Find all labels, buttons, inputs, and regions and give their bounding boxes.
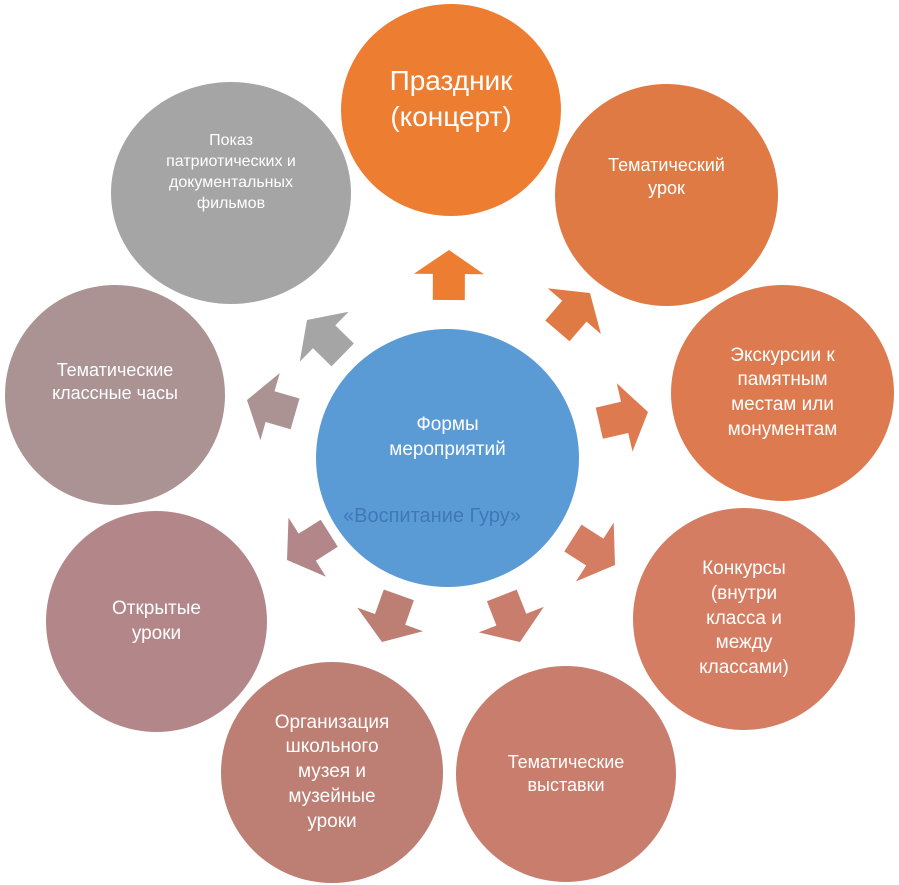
arrow-to-otkrytye-uroki: [287, 517, 338, 577]
arrow-to-tematicheskie-vystavki: [478, 589, 544, 642]
watermark-text: «Воспитание Гуру»: [343, 505, 522, 527]
arrow-to-klassnye-chasy: [247, 373, 300, 441]
node-label-pokaz-filmov: Показ патриотических и документальных фи…: [166, 132, 296, 212]
center-circle: Формы мероприятий: [316, 329, 579, 587]
node-label-prazdnik: Праздник (концерт): [389, 64, 513, 132]
arrow-to-prazdnik: [413, 250, 484, 301]
node-tematicheskie-vystavki: Тематические выставки: [456, 666, 676, 882]
node-pokaz-filmov: Показ патриотических и документальных фи…: [111, 82, 351, 304]
node-label-konkursy: Конкурсы (внутри класса и между классами…: [699, 558, 789, 679]
node-tematicheskiy-urok: Тематический урок: [555, 84, 778, 306]
arrow-to-konkursy: [564, 522, 615, 582]
node-konkursy: Конкурсы (внутри класса и между классами…: [633, 508, 855, 730]
node-label-organizatsiya-muzeya: Организация школьного музея и музейные у…: [274, 711, 390, 832]
arrow-to-tematicheskiy-urok: [545, 288, 601, 342]
center-label: Формы мероприятий: [389, 414, 506, 460]
node-label-ekskursii: Экскурсии к памятным местам или монумент…: [727, 344, 838, 440]
node-organizatsiya-muzeya: Организация школьного музея и музейные у…: [221, 662, 443, 883]
node-label-tematicheskiy-urok: Тематический урок: [608, 154, 725, 198]
arrow-to-organizatsiya-muzeya: [357, 589, 423, 642]
node-otkrytye-uroki: Открытые уроки: [46, 511, 267, 732]
node-ekskursii: Экскурсии к памятным местам или монумент…: [671, 285, 894, 501]
arrow-to-ekskursii: [595, 383, 648, 452]
node-prazdnik: Праздник (концерт): [341, 4, 561, 216]
node-label-tematicheskie-vystavki: Тематические выставки: [507, 751, 625, 795]
node-klassnye-chasy: Тематические классные часы: [5, 285, 225, 505]
node-label-otkrytye-uroki: Открытые уроки: [112, 597, 201, 644]
arrow-to-pokaz-filmov: [299, 311, 354, 367]
node-label-klassnye-chasy: Тематические классные часы: [52, 359, 178, 403]
